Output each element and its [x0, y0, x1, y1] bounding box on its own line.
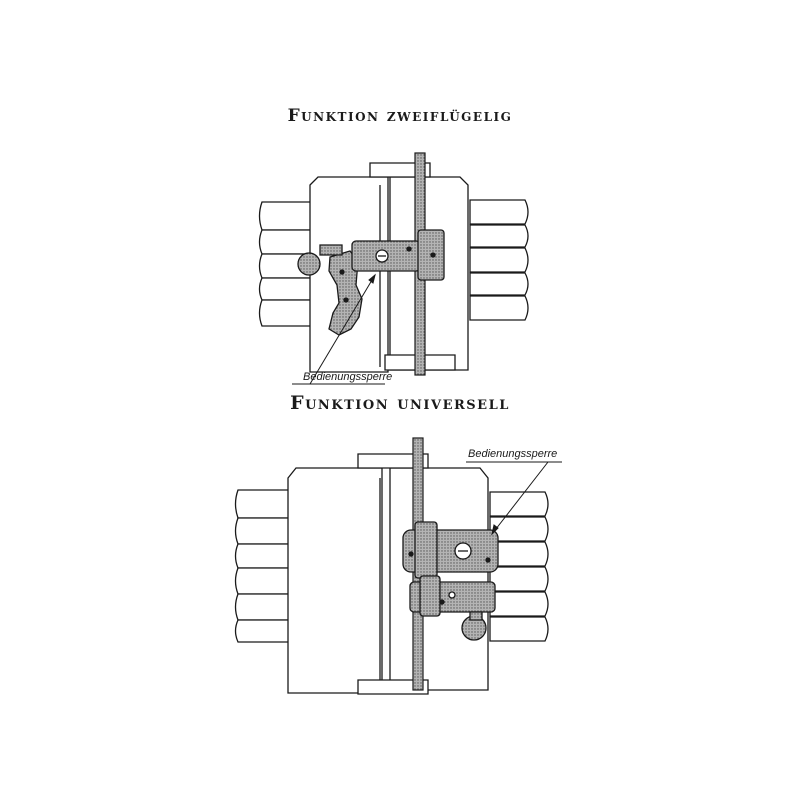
diagram-zweifluegelig: Bedienungssperre	[258, 152, 529, 385]
door-panels	[234, 453, 549, 695]
callout-label-bottom: Bedienungssperre	[468, 448, 557, 460]
callout-bedienungssperre-top	[292, 273, 385, 385]
knob	[297, 252, 321, 276]
title-funktion-universell: Funktion universell	[290, 392, 510, 414]
door-lock-hardware-icon	[402, 521, 499, 641]
door-lock-hardware-icon	[297, 229, 445, 336]
right-slats	[489, 491, 549, 642]
callout-bedienungssperre-bottom	[466, 461, 562, 536]
title-funktion-zweifluegelig: Funktion zweiflügelig	[287, 106, 513, 126]
left-slats	[234, 489, 291, 643]
callout-label-top: Bedienungssperre	[303, 371, 392, 383]
left-door-leaf	[287, 467, 383, 694]
right-slats	[469, 199, 529, 321]
diagram-universell: Bedienungssperre	[234, 437, 562, 695]
